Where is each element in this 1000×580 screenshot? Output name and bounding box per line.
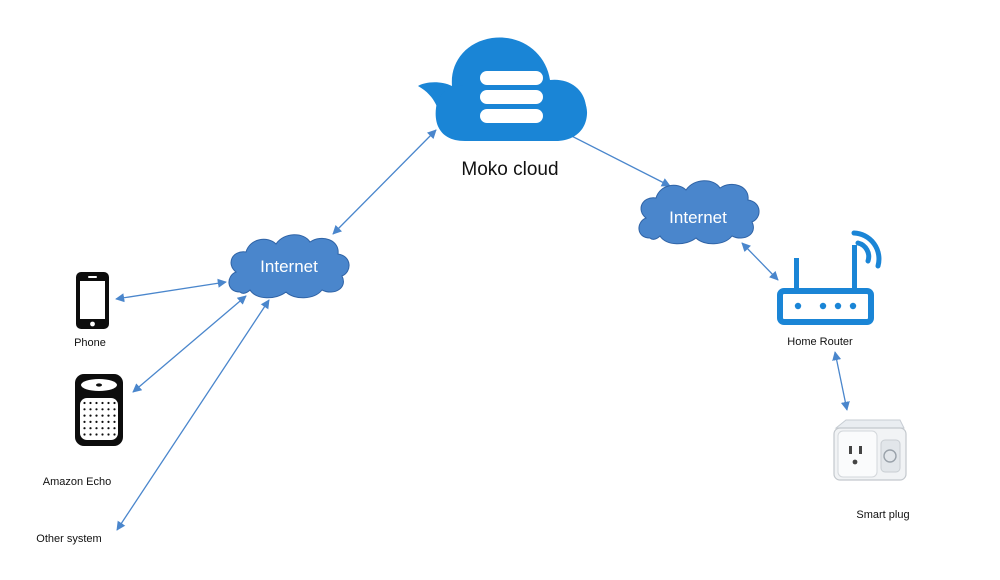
phone-icon — [76, 272, 109, 329]
edge-amazon-echo-internet-left — [132, 295, 247, 393]
echo-grille-dot — [101, 414, 104, 417]
internet-cloud-icon — [638, 180, 760, 245]
echo-grille-dot — [95, 414, 98, 417]
echo-grille-dot — [83, 401, 86, 405]
echo-grille-dot — [113, 420, 116, 423]
echo-grille-dot — [113, 427, 116, 430]
server-bar-3 — [480, 109, 543, 123]
moko-cloud-label: Moko cloud — [461, 159, 558, 180]
echo-grille — [80, 398, 118, 440]
edge-internet-right-home-router — [741, 242, 779, 281]
echo-grille-dot — [101, 408, 104, 411]
echo-grille-dot — [107, 408, 110, 411]
smart-plug-icon — [833, 419, 907, 481]
moko-cloud-node: Moko cloud — [418, 37, 588, 180]
internet-right-label: Internet — [669, 208, 727, 227]
echo-top-center — [96, 383, 102, 387]
echo-grille-dot — [83, 427, 86, 430]
smart-plug-node: Smart plug — [833, 419, 910, 521]
echo-grille-dot — [107, 420, 110, 423]
echo-grille-dot — [83, 414, 86, 417]
amazon-echo-label: Amazon Echo — [43, 476, 111, 488]
server-bar-1 — [480, 71, 543, 85]
echo-grille-dot — [95, 408, 98, 411]
amazon-echo-node: Amazon Echo — [43, 374, 123, 488]
phone-screen — [80, 281, 105, 319]
echo-grille-dot — [95, 427, 98, 430]
home-router-node: Home Router — [777, 230, 882, 348]
plug-slot-left — [849, 446, 852, 454]
echo-grille-dot — [89, 433, 92, 436]
router-body — [777, 288, 874, 325]
server-bar-2 — [480, 90, 543, 104]
router-led-4 — [849, 302, 857, 310]
edge-other-system-internet-left — [116, 299, 270, 531]
echo-grille-dot — [113, 401, 116, 405]
wifi-signal-outer — [851, 230, 882, 269]
plug-power-button-icon — [883, 449, 897, 463]
server-cloud-icon — [418, 37, 588, 141]
edge-phone-internet-left — [115, 278, 227, 303]
echo-grille-dot — [83, 408, 86, 411]
echo-grille-dot — [89, 414, 92, 417]
echo-grille-dot — [89, 408, 92, 411]
router-antenna-right — [852, 245, 857, 292]
router-antenna-left — [794, 258, 799, 292]
echo-grille-dot — [101, 401, 104, 405]
router-led-1 — [794, 302, 802, 310]
router-led-3 — [834, 302, 842, 310]
router-led-2 — [819, 302, 827, 310]
smart-plug-label: Smart plug — [856, 509, 909, 521]
edge-internet-left-moko-cloud — [332, 129, 437, 235]
wifi-signal-inner — [855, 240, 872, 264]
echo-grille-dot — [113, 433, 116, 436]
echo-grille-dot — [101, 420, 104, 423]
other-system-label: Other system — [36, 533, 101, 545]
echo-grille-dot — [89, 401, 92, 405]
home-router-label: Home Router — [787, 336, 853, 348]
echo-grille-dot — [89, 427, 92, 430]
echo-grille-dot — [107, 414, 110, 417]
edge-home-router-smart-plug — [832, 351, 850, 411]
wifi-router-icon — [777, 230, 882, 325]
plug-face — [837, 430, 878, 478]
echo-grille-dot — [95, 401, 98, 405]
phone-node: Phone — [74, 272, 109, 349]
internet-left-label: Internet — [260, 257, 318, 276]
echo-grille-dot — [83, 420, 86, 423]
echo-grille-dot — [83, 433, 86, 436]
echo-grille-dot — [101, 433, 104, 436]
internet-cloud-icon — [228, 234, 350, 299]
echo-grille-dots — [83, 401, 116, 436]
phone-home-button — [90, 321, 95, 327]
echo-grille-dot — [95, 420, 98, 423]
smart-speaker-icon — [75, 374, 123, 446]
internet-right-node: Internet — [638, 180, 760, 245]
plug-ground — [852, 459, 858, 465]
plug-top — [834, 419, 905, 429]
echo-grille-dot — [89, 420, 92, 423]
echo-grille-dot — [107, 427, 110, 430]
plug-side-panel — [880, 439, 901, 473]
plug-slot-right — [859, 446, 862, 454]
other-system-node: Other system — [36, 533, 101, 545]
echo-grille-dot — [113, 414, 116, 417]
echo-grille-dot — [107, 433, 110, 436]
echo-grille-dot — [107, 401, 110, 405]
echo-grille-dot — [101, 427, 104, 430]
phone-speaker — [88, 276, 97, 278]
echo-grille-dot — [113, 408, 116, 411]
echo-grille-dot — [95, 433, 98, 436]
internet-left-node: Internet — [228, 234, 350, 299]
phone-label: Phone — [74, 337, 106, 349]
